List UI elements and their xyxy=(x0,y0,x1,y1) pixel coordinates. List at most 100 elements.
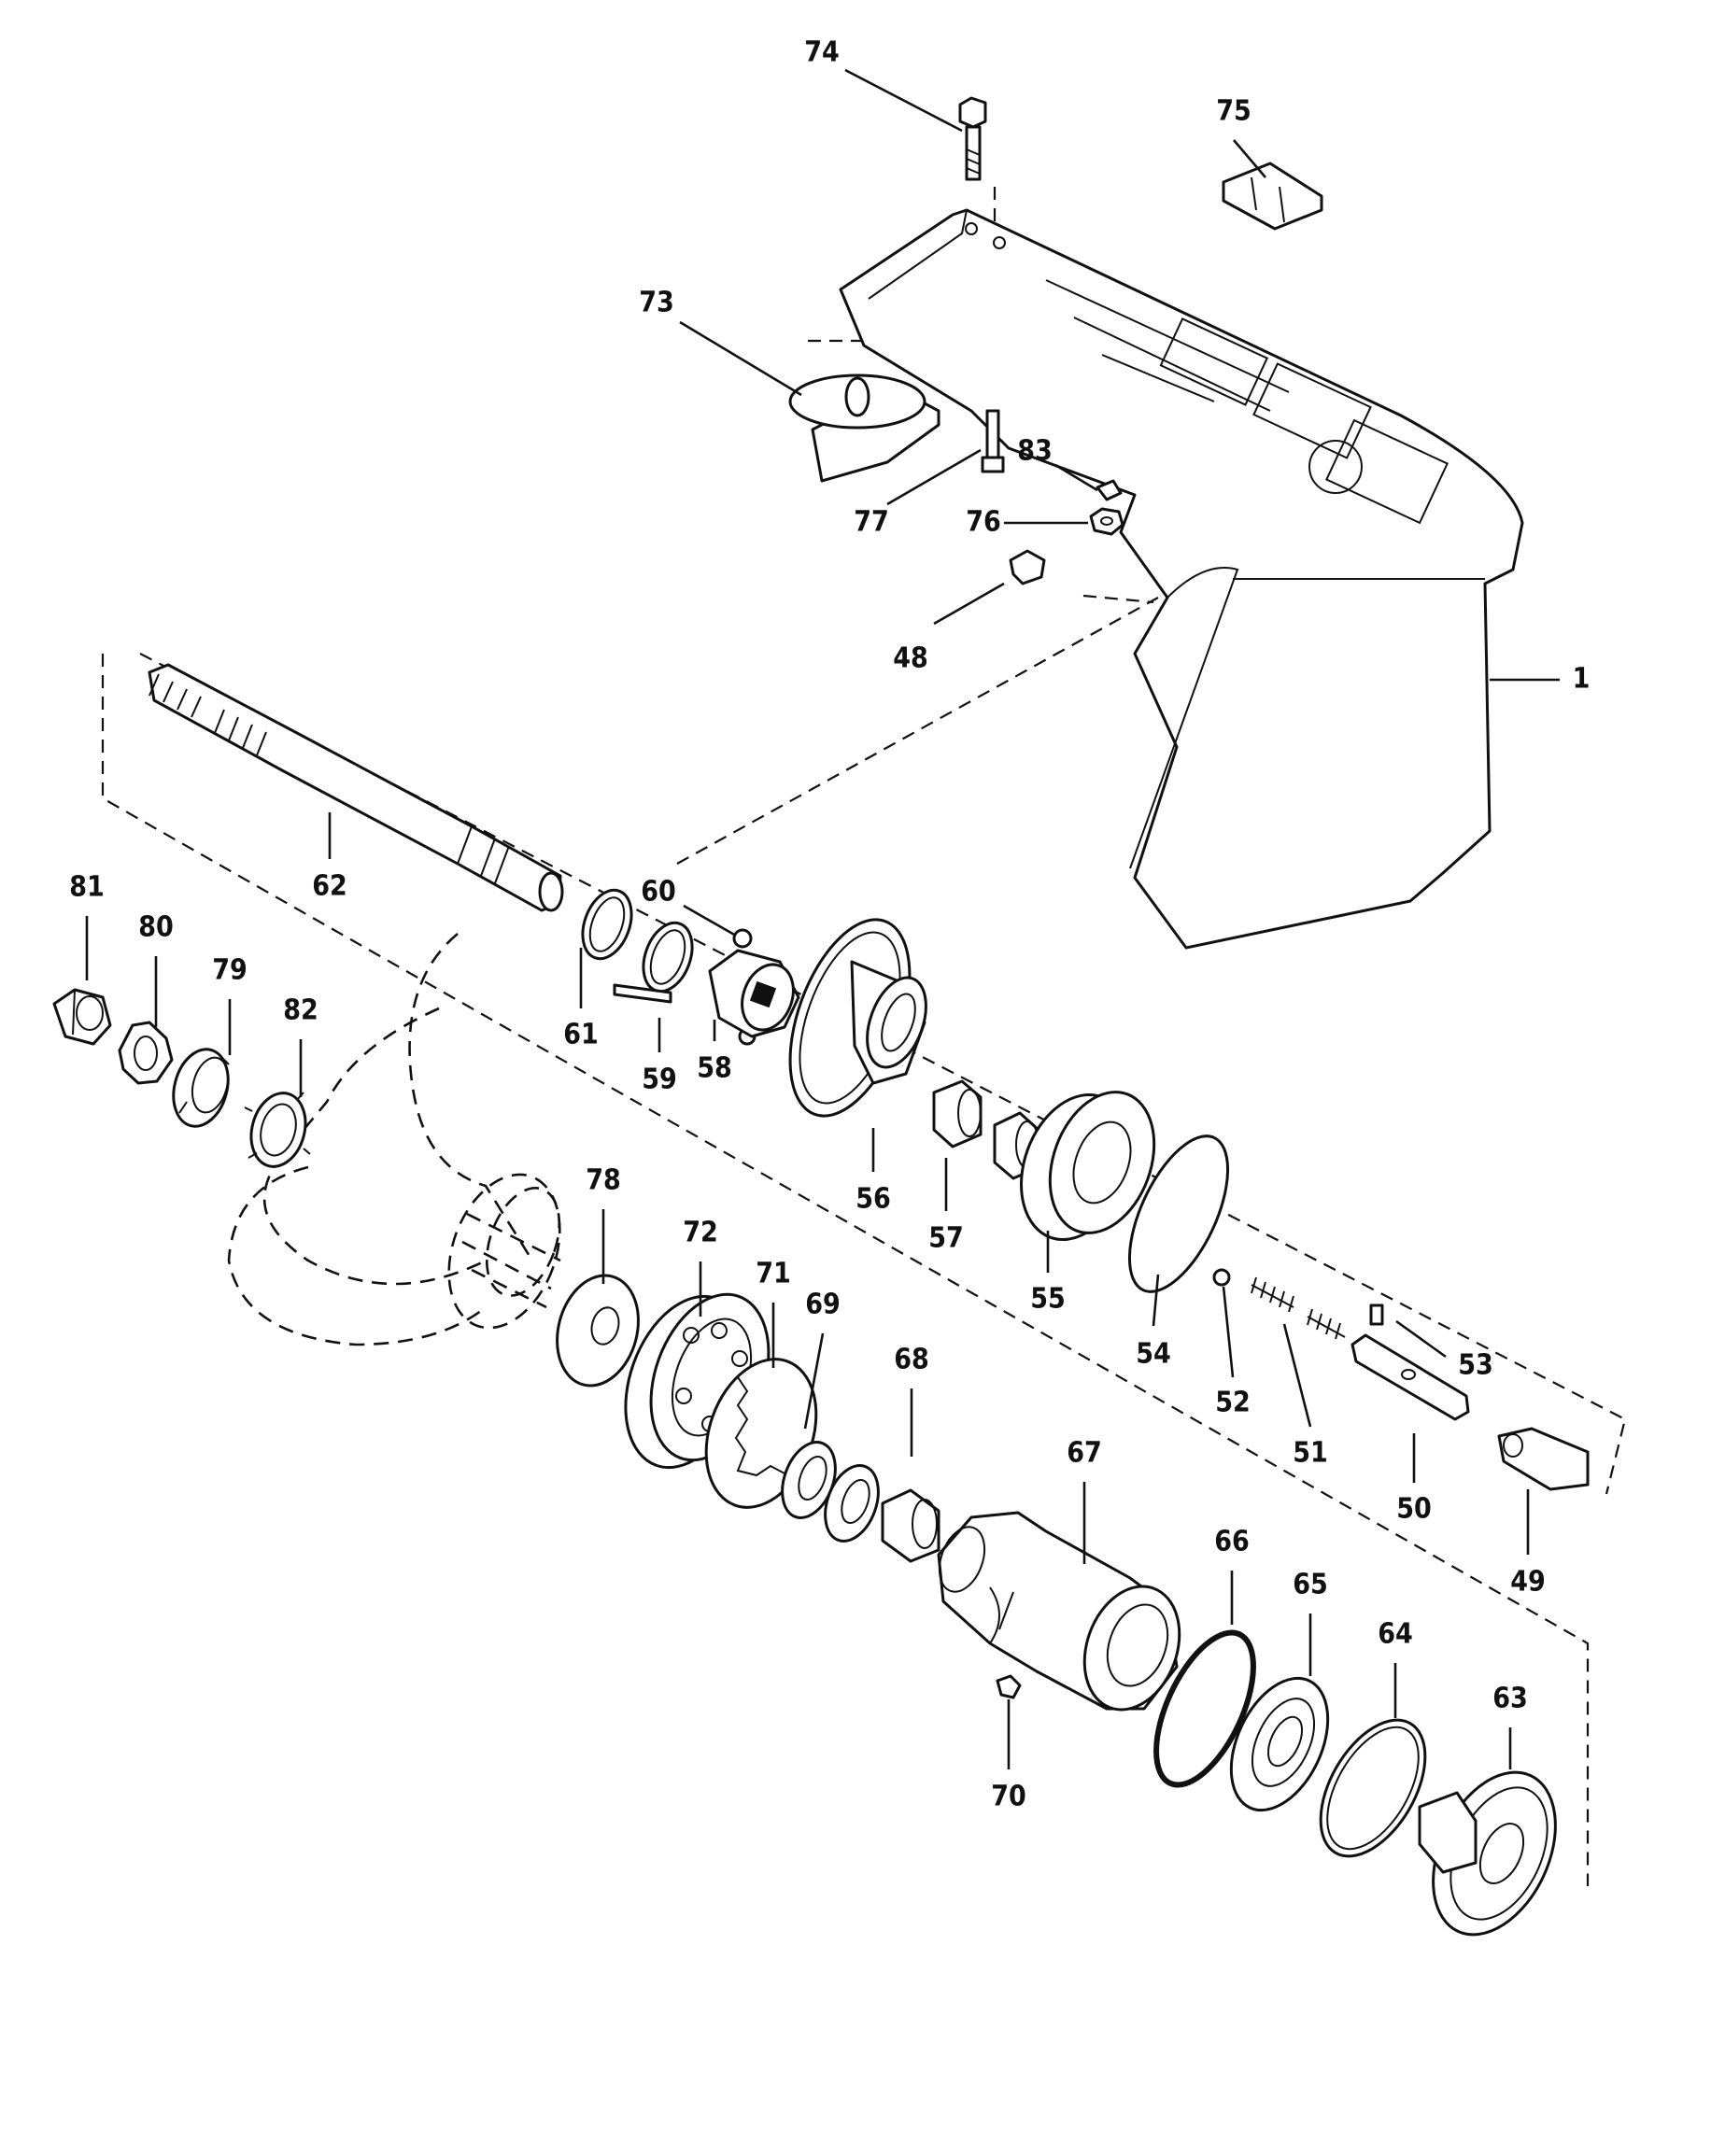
leader-line-60 xyxy=(683,904,737,937)
spring-51-a xyxy=(1251,1276,1294,1313)
ball-60-upper xyxy=(732,928,753,949)
guide-line-upper xyxy=(139,653,1627,1495)
bearing-55-face xyxy=(1048,1091,1156,1234)
propeller-blade-left xyxy=(262,1007,487,1286)
shim-64-inner xyxy=(1326,1726,1420,1851)
guide-line-lower xyxy=(101,654,1590,1886)
callout-number-54: 54 xyxy=(1136,1338,1171,1371)
callout-number-1: 1 xyxy=(1573,663,1591,696)
propeller-hub xyxy=(447,1173,561,1330)
propeller-shaft-62 xyxy=(148,663,564,912)
guide-line-housing-top xyxy=(1082,594,1154,604)
cam-follower-50-body xyxy=(1350,1333,1470,1421)
callout-1: 1 xyxy=(1490,663,1590,696)
housing-detail-lines xyxy=(1045,279,1290,412)
gear-housing-body xyxy=(839,208,1524,950)
bearing-55 xyxy=(1020,1091,1156,1241)
callout-55: 55 xyxy=(1030,1231,1066,1316)
nut-76 xyxy=(1089,507,1124,536)
callout-51: 51 xyxy=(1282,1323,1328,1470)
leader-line-48 xyxy=(933,582,1005,626)
leader-line-83 xyxy=(1054,463,1098,492)
callout-number-65: 65 xyxy=(1293,1569,1328,1601)
callout-number-51: 51 xyxy=(1293,1437,1328,1470)
callout-number-58: 58 xyxy=(697,1052,732,1085)
seals-69 xyxy=(781,1441,880,1543)
plate-48 xyxy=(1009,549,1046,585)
callout-number-63: 63 xyxy=(1492,1683,1528,1715)
spring-51-b xyxy=(1307,1308,1346,1340)
callout-49: 49 xyxy=(1510,1489,1546,1599)
callout-76: 76 xyxy=(966,506,1088,539)
assembly-guide-lines xyxy=(101,187,1627,1886)
seal-69-b-bore xyxy=(841,1479,870,1524)
rings-61 xyxy=(581,888,694,993)
callout-78: 78 xyxy=(586,1164,621,1284)
nut-76-bore xyxy=(1100,516,1113,526)
gear-63-bore xyxy=(1478,1823,1525,1884)
thrust-hub-79-face xyxy=(191,1056,230,1114)
callout-69: 69 xyxy=(803,1289,841,1430)
housing-bore xyxy=(1308,440,1363,494)
springs-51 xyxy=(1251,1276,1346,1340)
needle-bearing-68-body xyxy=(881,1488,940,1563)
callout-number-69: 69 xyxy=(805,1289,841,1321)
bearing-carrier-67-detail xyxy=(989,1586,1014,1644)
cam-49 xyxy=(1497,1427,1590,1491)
callout-52: 52 xyxy=(1215,1286,1251,1419)
callout-71: 71 xyxy=(756,1258,791,1368)
callout-65: 65 xyxy=(1293,1569,1328,1676)
callout-number-77: 77 xyxy=(854,506,889,539)
callout-63: 63 xyxy=(1492,1683,1528,1769)
housing-deck-edge xyxy=(868,209,968,300)
housing-bolt-hole-2 xyxy=(993,236,1006,249)
ring-61-a xyxy=(581,888,633,961)
callout-number-49: 49 xyxy=(1510,1566,1546,1599)
callout-number-75: 75 xyxy=(1216,95,1251,128)
callout-number-56: 56 xyxy=(856,1183,891,1216)
propeller-blade-top xyxy=(408,933,534,1261)
callout-number-62: 62 xyxy=(312,870,347,903)
housing-pocket-3 xyxy=(1325,418,1449,525)
callout-48: 48 xyxy=(893,582,1005,675)
callout-56: 56 xyxy=(856,1128,891,1216)
callout-83: 83 xyxy=(1017,435,1098,492)
callout-80: 80 xyxy=(138,911,174,1027)
callout-number-61: 61 xyxy=(563,1019,599,1051)
callout-number-53: 53 xyxy=(1458,1349,1493,1382)
callout-number-71: 71 xyxy=(756,1258,791,1290)
propeller-blade-lower xyxy=(227,1165,487,1346)
gear-56 xyxy=(788,918,927,1118)
callout-number-52: 52 xyxy=(1215,1387,1251,1419)
thrust-hub-79-teeth xyxy=(178,1054,230,1114)
gear-56-bore xyxy=(881,993,916,1052)
lock-ring-71-tabs xyxy=(734,1376,797,1477)
callout-59: 59 xyxy=(642,1018,677,1096)
bolt-74 xyxy=(958,96,987,181)
ball-bearing-72-ball-1 xyxy=(683,1327,700,1344)
leader-line-52 xyxy=(1222,1286,1235,1378)
callout-labels: 1484950515253545556575859606162636465666… xyxy=(69,36,1590,1813)
callout-number-80: 80 xyxy=(138,911,174,944)
ball-bearing-65-race xyxy=(1251,1698,1316,1787)
callout-73: 73 xyxy=(639,287,802,397)
clip-75 xyxy=(1222,162,1323,231)
ball-bearing-65 xyxy=(1229,1676,1330,1812)
callout-72: 72 xyxy=(683,1217,718,1317)
ball-bearing-72-ball-2 xyxy=(711,1322,728,1339)
clip-75-body xyxy=(1222,162,1323,231)
cam-follower-50-hole xyxy=(1401,1369,1416,1380)
callout-81: 81 xyxy=(69,871,105,980)
bearing-carrier-67 xyxy=(937,1511,1181,1712)
clutch-58 xyxy=(708,949,800,1038)
bearing-57-a-face xyxy=(957,1089,982,1137)
seal-69-a-bore xyxy=(798,1456,827,1501)
bolt-77 xyxy=(981,409,1005,473)
clip-75-detail xyxy=(1251,176,1285,223)
callout-70: 70 xyxy=(991,1699,1026,1813)
thrust-washer-78 xyxy=(556,1274,640,1388)
o-ring-66 xyxy=(1153,1629,1256,1788)
bearing-57-a xyxy=(932,1079,983,1148)
leader-line-73 xyxy=(679,320,802,397)
